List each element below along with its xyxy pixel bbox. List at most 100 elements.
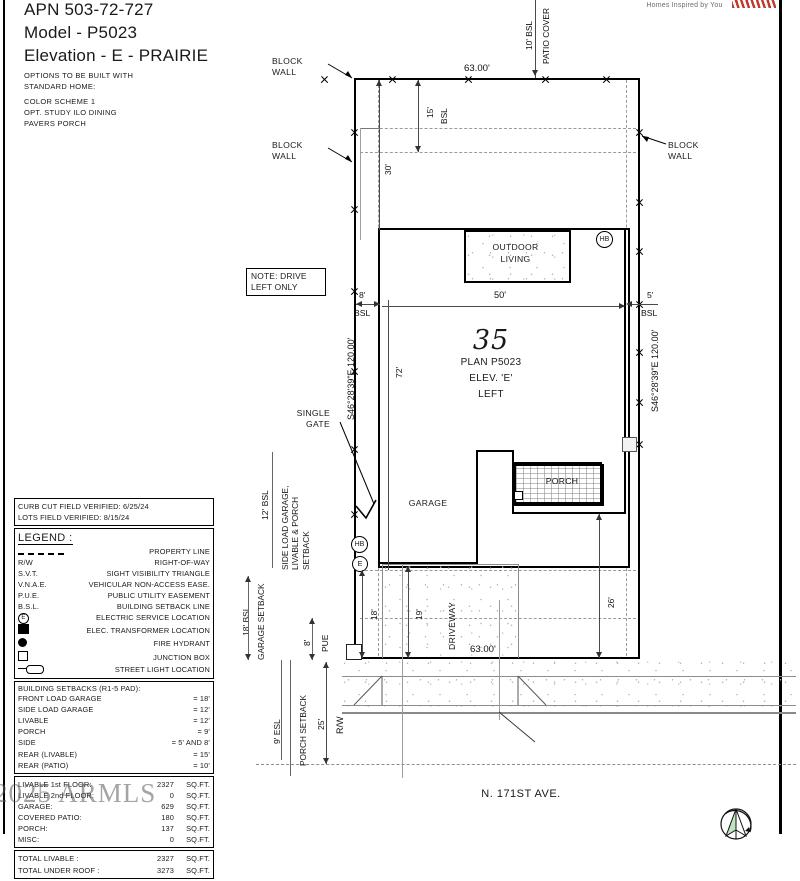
- dimension-rear-bsl-15: 15': [425, 107, 435, 118]
- dimension-rear-26: 26': [606, 597, 616, 608]
- electric-transformer-icon: [622, 437, 637, 452]
- house-wall-north: [378, 228, 626, 231]
- house-wall-porch-west: [512, 450, 515, 514]
- option-item: OPT. STUDY ILO DINING: [24, 107, 117, 117]
- arrow-up: [245, 576, 251, 582]
- legend-desc: RIGHT-OF-WAY: [154, 558, 210, 568]
- legend-desc: STREET LIGHT LOCATION: [114, 665, 210, 675]
- setback-label: PORCH: [18, 727, 46, 737]
- dim-ext-30: [360, 128, 361, 240]
- setback-row: LIVABLE = 12': [18, 715, 210, 726]
- block-wall-marker: [464, 75, 473, 84]
- house-wall-garage-east: [476, 450, 479, 564]
- note-drive-left-only: NOTE: DRIVE LEFT ONLY: [246, 268, 326, 297]
- setback-label: REAR (PATIO): [18, 760, 69, 770]
- legend-desc: FIRE HYDRANT: [153, 639, 210, 649]
- setback-label: SIDE LOAD GARAGE: [18, 705, 94, 715]
- block-wall-marker: [350, 128, 359, 137]
- setback-value: = 9': [197, 727, 210, 737]
- dim-line-50: [382, 306, 624, 307]
- legend-desc: JUNCTION BOX: [153, 652, 210, 662]
- garage-label: GARAGE: [408, 498, 448, 508]
- legend-desc: SIGHT VISIBILITY TRIANGLE: [106, 568, 210, 578]
- setback-label: REAR (LIVABLE): [18, 749, 78, 759]
- hose-bib-icon: HB: [596, 231, 613, 248]
- arrow-up: [323, 662, 329, 668]
- dim-line-garage18: [362, 570, 363, 658]
- area-label: LIVABLE 1st FLOOR:: [18, 779, 92, 789]
- dimension-side-bsl-12: 12' BSL: [260, 490, 270, 520]
- arrow-down: [359, 652, 365, 658]
- dimension-driveway-19: 19': [414, 609, 424, 620]
- street-light-leader: [498, 711, 536, 743]
- block-wall-marker: [541, 75, 550, 84]
- legend-symbol: S.V.T.: [18, 568, 38, 578]
- site-plan-drawing: OUTDOOR LIVING GARAGE PORCH 35 PLAN P502…: [236, 0, 796, 834]
- dimension-bottom-width: 63.00': [470, 644, 496, 655]
- area-value: 180: [161, 813, 174, 823]
- rw-label: R/W: [335, 716, 345, 735]
- legend-title: LEGEND :: [18, 532, 73, 546]
- sidewalk-band: [342, 659, 796, 707]
- block-wall-marker: [388, 75, 397, 84]
- outdoor-living-area: [464, 230, 571, 283]
- dimension-pue-8: 8': [302, 639, 312, 646]
- legend-desc: BUILDING SETBACK LINE: [116, 601, 210, 611]
- builder-logo: Homes Inspired by You: [646, 0, 776, 12]
- driveway-edge-left: [382, 564, 383, 658]
- total-label: TOTAL LIVABLE :: [18, 854, 79, 864]
- setback-label: LIVABLE: [18, 716, 49, 726]
- arrow-up: [309, 618, 315, 624]
- dim-line-5: [628, 304, 658, 305]
- arrow-down: [596, 652, 602, 658]
- circle-e-glyph: E: [18, 613, 29, 625]
- legend-symbol: P.U.E.: [18, 590, 40, 600]
- legend-row: PROPERTY LINE: [18, 547, 210, 558]
- property-line-south: [354, 657, 640, 659]
- setbacks-title: BUILDING SETBACKS (R1-5 PAD):: [18, 683, 141, 693]
- setback-row: PORCH = 9': [18, 726, 210, 737]
- building-setbacks-box: BUILDING SETBACKS (R1-5 PAD): FRONT LOAD…: [14, 680, 214, 774]
- side-bsl-8-label: BSL: [354, 308, 371, 318]
- junction-box-icon: [18, 651, 70, 665]
- dim-line-72: [388, 300, 389, 570]
- dimension-depth-72: 72': [394, 366, 404, 378]
- setback-row: REAR (PATIO) = 10': [18, 760, 210, 771]
- footprint-notch-cover: [380, 230, 624, 562]
- curb-line: [342, 712, 796, 714]
- porch-setback-label: PORCH SETBACK: [298, 695, 308, 766]
- lot-number: 35: [472, 325, 510, 356]
- porch-wall-n: [514, 462, 602, 465]
- sidewalk-line-2: [342, 705, 796, 706]
- legend-row: FIRE HYDRANT: [18, 638, 210, 651]
- arrow-down: [405, 652, 411, 658]
- block-wall-leader-right: [641, 135, 667, 145]
- legend-row: S.V.T. SIGHT VISIBILITY TRIANGLE: [18, 569, 210, 580]
- station-line: [499, 600, 500, 720]
- setback-value: = 12': [193, 705, 210, 715]
- total-unit: SQ.FT.: [186, 865, 210, 875]
- setback-value: = 12': [193, 716, 210, 726]
- legend-row: E ELECTRIC SERVICE LOCATION: [18, 612, 210, 625]
- block-wall-marker: [635, 247, 644, 256]
- plan-orient-label: LEFT: [478, 389, 504, 400]
- total-unit: SQ.FT.: [186, 854, 210, 864]
- legend-row: JUNCTION BOX: [18, 651, 210, 665]
- area-unit: SQ.FT.: [186, 790, 210, 800]
- area-unit: SQ.FT.: [186, 779, 210, 789]
- block-wall-callout-top: BLOCK WALL: [272, 56, 303, 78]
- block-wall-marker: [635, 398, 644, 407]
- legend-row: ELEC. TRANSFORMER LOCATION: [18, 624, 210, 638]
- area-unit: SQ.FT.: [186, 813, 210, 823]
- dimension-width-50: 50': [494, 290, 506, 300]
- electric-service-icon: E: [18, 612, 70, 625]
- lots-verified: LOTS FIELD VERIFIED: 8/15/24: [18, 513, 130, 523]
- block-wall-marker: [635, 348, 644, 357]
- dim-line-rw: [326, 662, 327, 764]
- dimension-garage-18: 18': [369, 609, 379, 620]
